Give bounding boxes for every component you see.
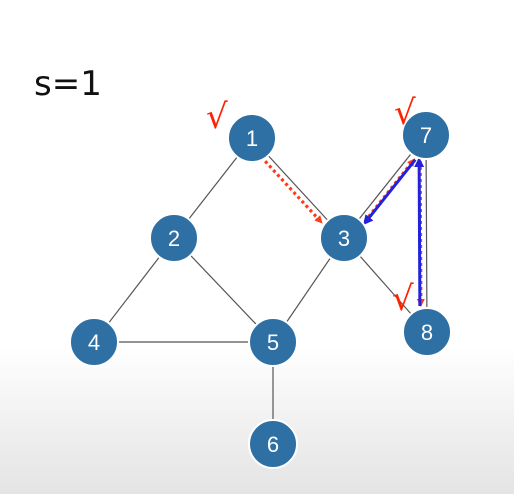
node-label: 3 [338,226,350,251]
diagram-title: s=1 [34,64,102,104]
node-circle [248,419,298,469]
node-label: 7 [420,123,432,148]
edges-layer [93,134,428,444]
checks-layer: √ √ √ [206,93,416,319]
visited-check-1: √ [206,97,228,137]
node-circle [69,317,119,367]
node-7: 7 [401,110,451,160]
node-circle [149,213,199,263]
dfs-arrow-1-3 [264,160,323,224]
visited-check-7: √ [394,93,416,133]
node-8: 8 [402,307,452,357]
node-circle [402,307,452,357]
visited-check-8: √ [392,279,414,319]
arrows-layer [264,157,425,308]
node-1: 1 [227,113,277,163]
nodes-layer: 1 2 3 4 5 6 7 8 [69,110,452,469]
node-label: 2 [168,226,180,251]
node-6: 6 [248,419,298,469]
node-5: 5 [248,317,298,367]
node-2: 2 [149,213,199,263]
node-circle [319,213,369,263]
backtrack-arrow-8-7 [414,157,425,307]
edge-7-8 [425,134,428,333]
node-circle [401,110,451,160]
node-label: 6 [267,432,279,457]
node-label: 4 [88,330,100,355]
node-label: 5 [267,330,279,355]
node-label: 8 [421,320,433,345]
node-circle [248,317,298,367]
node-3: 3 [319,213,369,263]
backtrack-arrow-7-3 [363,158,417,226]
node-4: 4 [69,317,119,367]
node-circle [227,113,277,163]
node-label: 1 [246,126,258,151]
